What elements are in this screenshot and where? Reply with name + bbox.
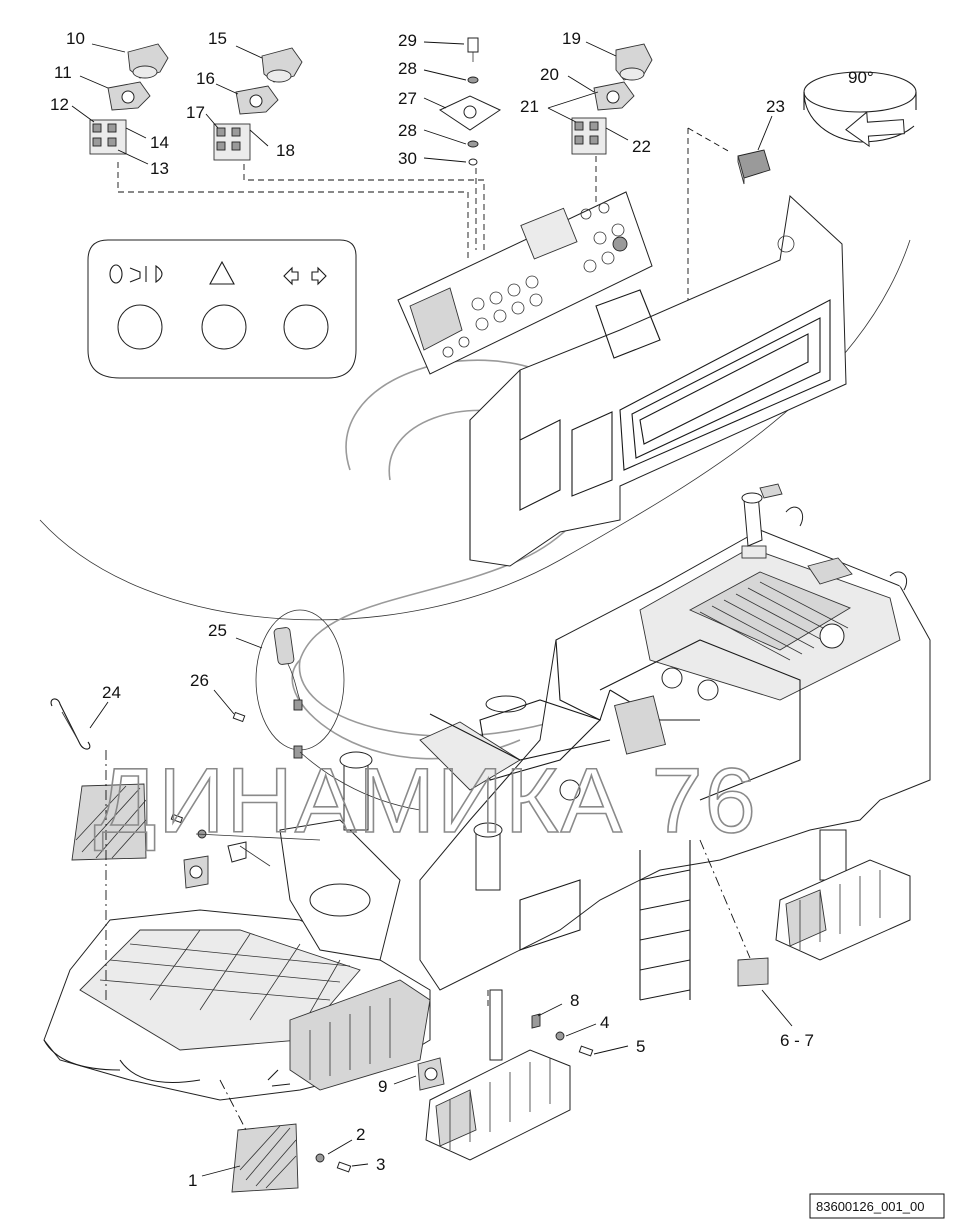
callout-17: 17 <box>186 103 205 122</box>
callout-27: 27 <box>398 89 417 108</box>
switch-assembly-right <box>547 41 653 155</box>
drawing-reference: 83600126_001_00 <box>809 1193 945 1219</box>
callout-25: 25 <box>208 621 227 640</box>
bolt-26 <box>232 711 246 723</box>
callout-20: 20 <box>540 65 559 84</box>
callout-28b: 28 <box>398 121 417 140</box>
callout-6-7: 6 - 7 <box>780 1031 814 1050</box>
hazard-triangle-icon <box>209 260 235 285</box>
lights-icon <box>109 264 163 284</box>
front-console <box>419 695 611 791</box>
callout-5: 5 <box>636 1037 645 1056</box>
track-rear-right <box>775 829 911 961</box>
callout-14: 14 <box>150 133 169 152</box>
conveyor-assembly <box>43 751 503 1101</box>
callout-29: 29 <box>398 31 417 50</box>
callout-9: 9 <box>378 1077 387 1096</box>
callout-19: 19 <box>562 29 581 48</box>
switch-assembly-middle <box>205 45 303 161</box>
mounting-plate-stack <box>423 37 502 166</box>
relay-box <box>737 115 773 185</box>
machine-body <box>419 483 931 991</box>
callout-22: 22 <box>632 137 651 156</box>
drawing-reference-number: 83600126_001_00 <box>816 1199 924 1214</box>
turn-arrows-icon <box>283 266 327 286</box>
rotation-label: 90° <box>848 68 874 87</box>
callout-8: 8 <box>570 991 579 1010</box>
callout-26: 26 <box>190 671 209 690</box>
access-ladder <box>639 840 691 1001</box>
button-decal-panel <box>87 239 357 379</box>
callout-23: 23 <box>766 97 785 116</box>
decal-1 <box>231 1123 299 1193</box>
callout-10: 10 <box>66 29 85 48</box>
callout-4: 4 <box>600 1013 609 1032</box>
callout-28a: 28 <box>398 59 417 78</box>
track-front-middle <box>425 989 571 1161</box>
callout-numbers: 1 2 3 4 5 6 - 7 8 9 10 11 12 13 14 15 16… <box>50 29 814 1190</box>
switch-assembly-left <box>71 43 169 165</box>
lower-leader-lines <box>89 637 793 1177</box>
sensor-25 <box>255 609 345 759</box>
callout-2: 2 <box>356 1125 365 1144</box>
callout-16: 16 <box>196 69 215 88</box>
callout-11: 11 <box>54 63 72 82</box>
callout-15: 15 <box>208 29 227 48</box>
callout-30: 30 <box>398 149 417 168</box>
instrument-panel <box>397 191 653 375</box>
callout-24: 24 <box>102 683 121 702</box>
cab-frame <box>469 194 847 567</box>
tension-spring <box>50 698 91 750</box>
callout-3: 3 <box>376 1155 385 1174</box>
callout-21: 21 <box>520 97 539 116</box>
decal-24 <box>71 783 147 861</box>
watermark-text: ДИНАМИКА 76 <box>94 750 758 852</box>
callout-18: 18 <box>276 141 295 160</box>
callout-12: 12 <box>50 95 69 114</box>
rotation-90-icon <box>803 71 917 148</box>
callout-13: 13 <box>150 159 169 178</box>
callout-1: 1 <box>188 1171 197 1190</box>
